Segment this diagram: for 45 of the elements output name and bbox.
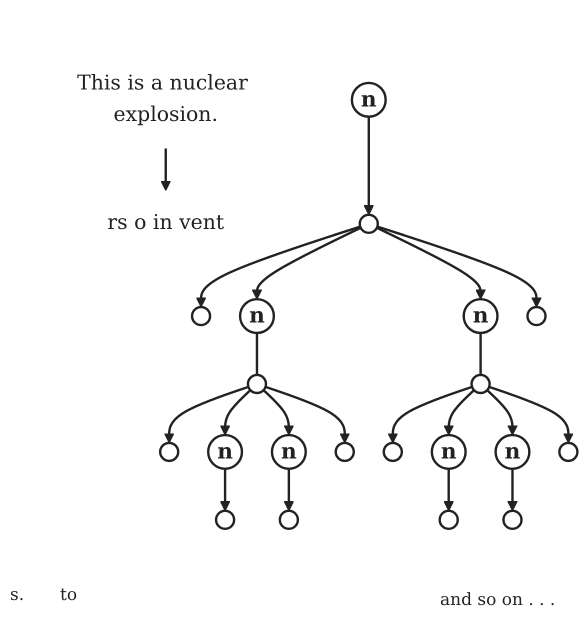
node-circle: [214, 510, 236, 530]
arrow: [220, 389, 252, 436]
node-circle: [190, 306, 212, 326]
node-circle: [358, 214, 379, 234]
node-circle: [502, 510, 523, 530]
node-text: rs o in vent: [107, 210, 224, 235]
node-circle: n: [350, 82, 387, 118]
node-circle: [558, 442, 579, 462]
arrow: [507, 468, 518, 512]
node-text: This is a nuclear explosion.: [77, 72, 248, 126]
arrow: [376, 226, 486, 300]
connector: [479, 332, 482, 375]
arrow: [220, 468, 230, 512]
node-circle: n: [238, 298, 276, 334]
node-circle: [526, 306, 547, 326]
arrow: [284, 468, 294, 512]
node-circle: [382, 442, 403, 462]
arrow: [486, 389, 518, 436]
node-circle: n: [430, 434, 467, 470]
arrow: [160, 148, 172, 191]
node-circle: [438, 510, 459, 530]
node-circle: [334, 442, 355, 462]
node-circle: n: [207, 434, 244, 470]
node-circle: [246, 374, 268, 394]
note-text: and so on . . .: [440, 590, 556, 610]
arrow: [196, 225, 361, 308]
arrow: [265, 386, 350, 444]
node-circle: [470, 374, 491, 394]
node-circle: n: [462, 298, 499, 334]
node-circle: n: [494, 434, 531, 470]
node-circle: [158, 442, 180, 462]
arrow: [443, 468, 454, 512]
arrow: [262, 389, 294, 436]
arrow: [164, 386, 249, 444]
note-text: s.: [10, 585, 24, 605]
arrow: [443, 389, 475, 436]
node-circle: n: [270, 434, 307, 470]
arrow: [252, 226, 362, 300]
note-text: to: [60, 585, 78, 605]
connector: [256, 332, 258, 375]
arrow: [376, 225, 542, 308]
arrow: [364, 116, 374, 216]
arrow: [488, 386, 574, 444]
node-circle: [278, 510, 300, 530]
arrow: [388, 386, 472, 444]
